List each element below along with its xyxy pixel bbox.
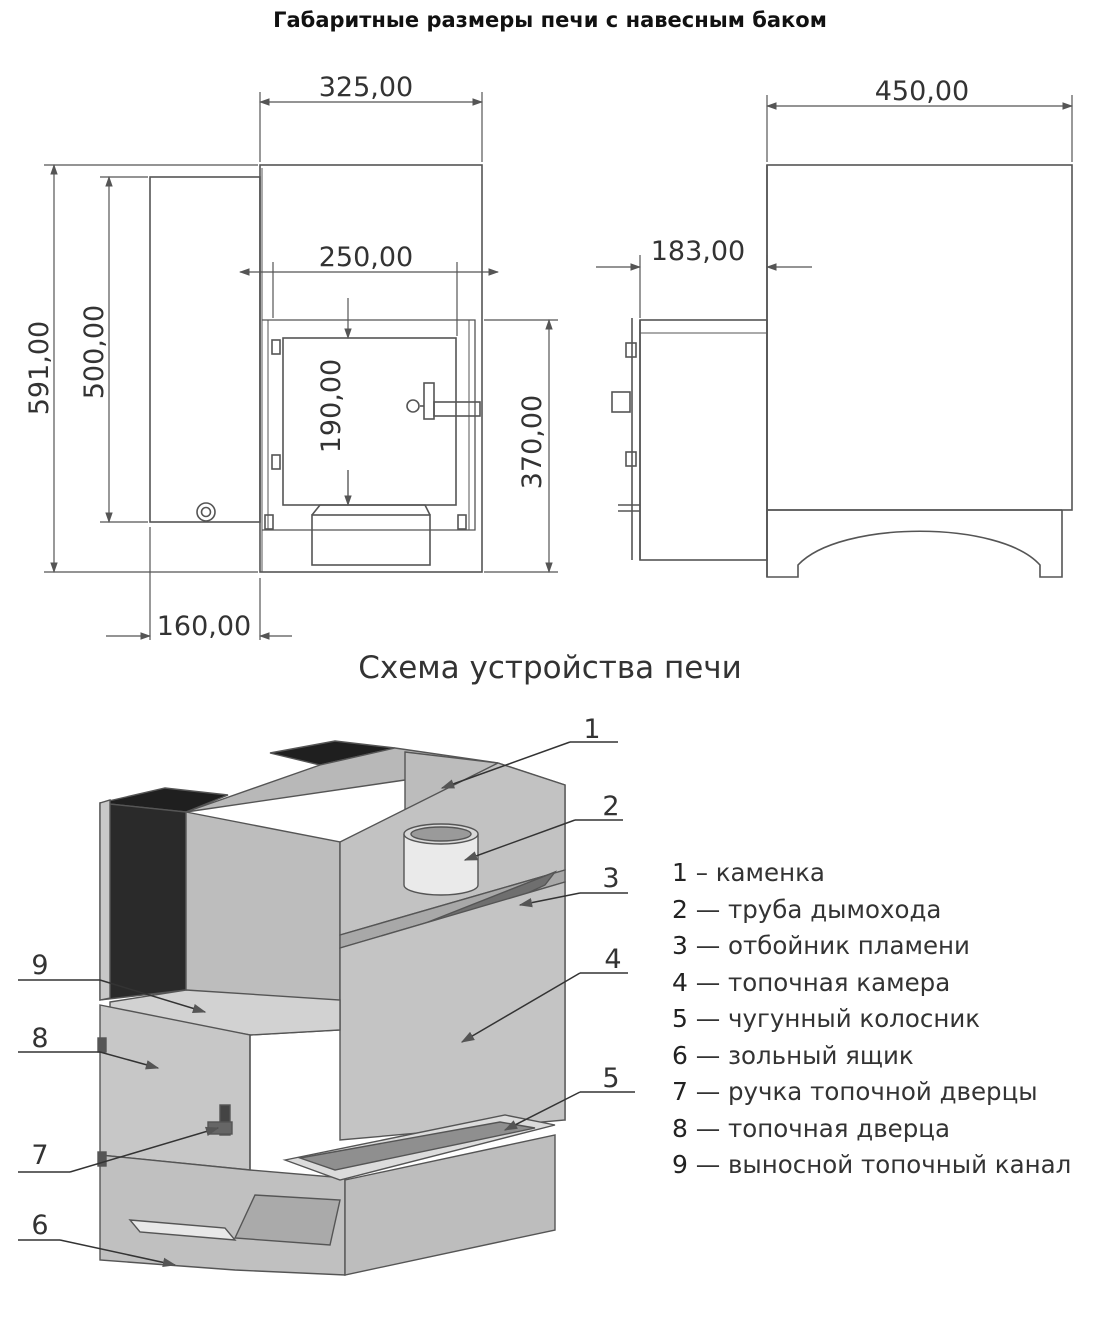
dim-body-height: 370,00 bbox=[517, 395, 548, 489]
callout-7: 7 bbox=[31, 1140, 48, 1171]
front-view bbox=[149, 164, 483, 573]
legend-item: 3 — отбойник пламени bbox=[672, 931, 970, 960]
legend-item: 1 – каменка bbox=[672, 858, 825, 887]
isometric-stove bbox=[97, 740, 566, 1276]
fire-door-outline bbox=[282, 337, 457, 506]
dim-inner-width: 250,00 bbox=[319, 242, 413, 273]
callout-9: 9 bbox=[31, 950, 48, 981]
legend-item: 4 — топочная камера bbox=[672, 967, 951, 997]
callout-lines bbox=[18, 741, 635, 1268]
dim-tank-width: 160,00 bbox=[157, 611, 251, 642]
legend-item: 2 — труба дымохода bbox=[672, 894, 942, 924]
side-firebox-outline bbox=[639, 319, 768, 561]
legend-item: 5 — чугунный колосник bbox=[672, 1004, 981, 1033]
dim-side-offset: 183,00 bbox=[651, 236, 745, 267]
dim-side-depth: 450,00 bbox=[875, 76, 969, 107]
page-title: Габаритные размеры печи с навесным баком bbox=[273, 8, 827, 32]
side-dimension-lines bbox=[596, 95, 1074, 318]
callout-5: 5 bbox=[602, 1063, 619, 1094]
callout-6: 6 bbox=[31, 1210, 48, 1241]
callout-2: 2 bbox=[602, 791, 619, 822]
callout-3: 3 bbox=[602, 863, 619, 894]
tank-drain-outlet bbox=[196, 502, 216, 522]
dim-total-height: 591,00 bbox=[24, 321, 55, 415]
legend-item: 8 — топочная дверца bbox=[672, 1113, 950, 1143]
door-hinge-top bbox=[271, 339, 281, 355]
callout-1: 1 bbox=[583, 714, 600, 745]
callout-4: 4 bbox=[604, 944, 621, 975]
ash-box-outline bbox=[311, 514, 431, 566]
side-tank-outline bbox=[766, 164, 1073, 511]
legend-item: 6 — зольный ящик bbox=[672, 1040, 914, 1070]
front-dimension-lines bbox=[44, 92, 558, 640]
door-hinge-bottom bbox=[271, 454, 281, 470]
callout-8: 8 bbox=[31, 1023, 48, 1054]
stove-body-outline bbox=[259, 164, 483, 573]
legend-item: 9 — выносной топочный канал bbox=[672, 1150, 1072, 1179]
dim-tank-height: 500,00 bbox=[79, 305, 110, 399]
dim-door-height: 190,00 bbox=[316, 359, 347, 453]
legend-item: 7 — ручка топочной дверцы bbox=[672, 1077, 1038, 1106]
door-handle bbox=[423, 382, 435, 420]
section-subtitle: Схема устройства печи bbox=[358, 650, 742, 686]
side-view bbox=[611, 164, 1073, 578]
tank-outline bbox=[149, 176, 261, 523]
dim-total-width: 325,00 bbox=[319, 72, 413, 103]
legend: 1 – каменка 2 — труба дымохода 3 — отбой… bbox=[672, 856, 1097, 1185]
